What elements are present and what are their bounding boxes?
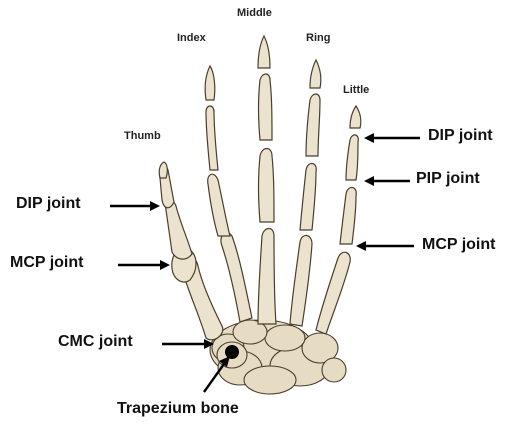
- ring-label: Ring: [306, 32, 330, 44]
- little-pip-arrow: [364, 176, 410, 186]
- ring-finger-bones: [290, 60, 321, 326]
- middle-finger-bones: [258, 36, 276, 324]
- cmc-arrow: [162, 339, 214, 349]
- trapezium-label: Trapezium bone: [117, 400, 239, 418]
- thumb-dip-arrow: [110, 201, 160, 211]
- middle-label: Middle: [237, 7, 272, 19]
- thumb-label: Thumb: [124, 130, 161, 142]
- little-mcp-arrow: [356, 241, 414, 251]
- index-finger-bones: [205, 66, 252, 322]
- little-dip-label: DIP joint: [428, 127, 493, 145]
- cmc-label: CMC joint: [58, 333, 133, 351]
- little-finger-bones: [316, 106, 361, 334]
- thumb-mcp-label: MCP joint: [10, 254, 83, 272]
- little-mcp-label: MCP joint: [422, 236, 495, 254]
- index-label: Index: [177, 32, 206, 44]
- trapezium-marker: [225, 345, 239, 359]
- thumb-mcp-arrow: [118, 260, 170, 270]
- little-dip-arrow: [364, 133, 420, 143]
- thumb-dip-label: DIP joint: [16, 195, 81, 213]
- little-pip-label: PIP joint: [416, 170, 480, 188]
- little-label: Little: [343, 84, 369, 96]
